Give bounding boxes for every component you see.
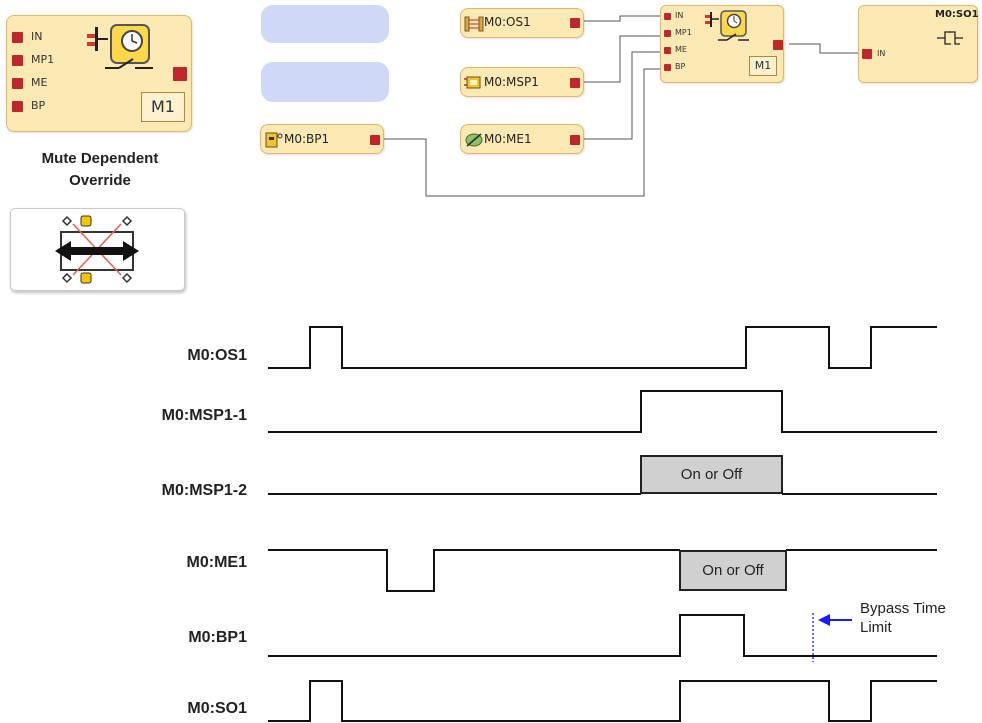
node-bp1[interactable]: M0:BP1 xyxy=(260,124,384,154)
node-os1-pin xyxy=(570,18,580,28)
signal-label-os1: M0:OS1 xyxy=(187,347,247,364)
block-caption-line2: Override xyxy=(69,172,131,189)
fb-pin-output xyxy=(773,40,783,50)
wire-out-so1 xyxy=(789,43,861,54)
fb-pin-label-me: ME xyxy=(675,45,687,54)
wire-me1-me xyxy=(581,51,663,140)
muting-sensor-icon xyxy=(464,76,481,89)
empty-slot-1[interactable] xyxy=(261,5,389,43)
on-or-off-box-me1: On or Off xyxy=(679,550,787,591)
resize-tile[interactable] xyxy=(10,208,185,291)
node-os1-label: M0:OS1 xyxy=(484,15,531,29)
resize-arrows-icon xyxy=(55,215,139,284)
wave-bp1 xyxy=(268,614,937,657)
node-bp1-pin xyxy=(370,135,380,145)
on-or-off-box-msp1-2: On or Off xyxy=(640,455,783,494)
wave-me1 xyxy=(268,549,937,592)
bypass-time-limit-annotation: Bypass Time Limit xyxy=(860,599,946,637)
node-msp1-label: M0:MSP1 xyxy=(484,75,539,89)
so1-pin-label-in: IN xyxy=(877,49,886,58)
node-bp1-label: M0:BP1 xyxy=(284,132,330,146)
legend-pin-label-mp1: MP1 xyxy=(31,53,55,66)
bypass-switch-icon xyxy=(265,132,283,148)
bypass-arrow-head xyxy=(818,614,830,626)
so1-pin-in xyxy=(862,49,872,59)
legend-pin-label-in: IN xyxy=(31,30,43,43)
legend-pin-mp1 xyxy=(12,55,23,66)
mute-enable-icon xyxy=(465,133,483,147)
node-me1-label: M0:ME1 xyxy=(484,132,532,146)
wire-bp1-bp xyxy=(381,68,663,197)
legend-function-block: IN MP1 ME BP M1 xyxy=(6,15,192,132)
fb-pin-in xyxy=(664,13,671,20)
legend-pin-label-bp: BP xyxy=(31,99,46,112)
fb-tag-m1: M1 xyxy=(749,56,777,76)
legend-pin-in xyxy=(12,32,23,43)
wave-so1 xyxy=(268,680,937,722)
wave-os1 xyxy=(268,326,937,369)
safety-output-icon xyxy=(937,31,963,45)
wire-os1-in xyxy=(581,15,663,22)
node-me1[interactable]: M0:ME1 xyxy=(460,124,584,154)
block-caption-line1: Mute Dependent xyxy=(41,150,159,167)
wave-msp1-1 xyxy=(268,390,937,433)
node-so1-label: M0:SO1 xyxy=(935,9,979,20)
block-caption: Mute Dependent Override xyxy=(0,148,200,192)
signal-label-msp1-1: M0:MSP1-1 xyxy=(161,407,247,424)
fb-pin-label-in: IN xyxy=(675,11,684,20)
mute-override-icon xyxy=(87,24,153,69)
signal-label-so1: M0:SO1 xyxy=(187,700,247,717)
legend-pin-me xyxy=(12,78,23,89)
annotation-line2: Limit xyxy=(860,619,892,636)
legend-pin-bp xyxy=(12,101,23,112)
annotation-line1: Bypass Time xyxy=(860,600,946,617)
fb-pin-bp xyxy=(664,64,671,71)
signal-label-bp1: M0:BP1 xyxy=(188,629,247,646)
legend-pin-output xyxy=(173,67,187,81)
fb-pin-label-mp1: MP1 xyxy=(675,28,692,37)
node-so1[interactable]: M0:SO1 IN xyxy=(858,5,979,83)
legend-tag-m1: M1 xyxy=(141,92,185,122)
signal-label-msp1-2: M0:MSP1-2 xyxy=(161,482,247,499)
fb-pin-label-bp: BP xyxy=(675,62,686,71)
light-curtain-icon xyxy=(464,16,484,32)
wire-msp1-mp1 xyxy=(581,35,663,83)
fb-pin-mp1 xyxy=(664,30,671,37)
node-msp1-pin xyxy=(570,78,580,88)
mute-override-block[interactable]: IN MP1 ME BP M1 xyxy=(660,5,784,83)
empty-slot-2[interactable] xyxy=(261,62,389,102)
signal-label-me1: M0:ME1 xyxy=(186,554,247,571)
node-os1[interactable]: M0:OS1 xyxy=(460,8,584,38)
fb-mute-override-icon xyxy=(705,10,749,41)
fb-pin-me xyxy=(664,47,671,54)
legend-pin-label-me: ME xyxy=(31,76,48,89)
node-msp1[interactable]: M0:MSP1 xyxy=(460,67,584,97)
node-me1-pin xyxy=(570,135,580,145)
